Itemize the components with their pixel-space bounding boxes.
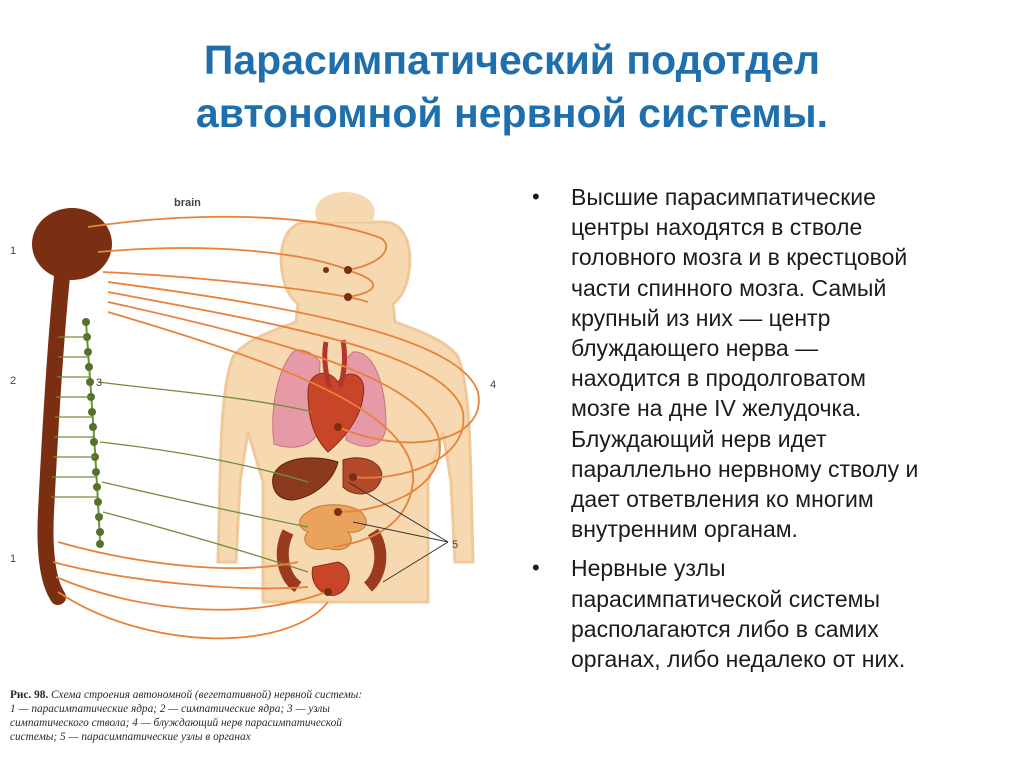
nervous-system-diagram: brain 1 2 3 4 1 5	[10, 192, 496, 640]
intestines	[299, 504, 367, 551]
label-5-pointers	[347, 481, 449, 583]
bullet-item-1: • Высшие парасимпатические центры находя…	[530, 182, 1010, 544]
spinal-cord	[37, 259, 71, 605]
caption-line-2: 1 — парасимпатические ядра; 2 — симпатич…	[10, 703, 330, 715]
bullet-2-line-1: Нервные узлы	[571, 555, 726, 582]
ganglia	[324, 266, 357, 596]
bullet-item-2: • Нервные узлы парасимпатической системы…	[530, 553, 1010, 674]
bullet-1-line-11: дает ответвления ко многим	[571, 486, 874, 513]
caption-line-4: системы; 5 — парасимпатические узлы в ор…	[10, 731, 251, 743]
caption-prefix: Рис. 98.	[10, 689, 49, 701]
bullet-2-line-4: органах, либо недалеко от них.	[571, 646, 906, 673]
bullet-dot: •	[532, 555, 540, 581]
label-3: 3	[96, 377, 102, 389]
figure-caption: Рис. 98. Схема строения автономной (веге…	[10, 688, 515, 744]
bullet-1-line-6: блуждающего нерва —	[571, 335, 819, 362]
label-1a: 1	[10, 245, 16, 257]
bullet-1-line-10: параллельно нервному стволу и	[571, 455, 919, 482]
bullet-list: • Высшие парасимпатические центры находя…	[530, 182, 1010, 683]
label-5: 5	[452, 539, 458, 551]
bullet-1-line-12: внутренним органам.	[571, 516, 798, 543]
slide-title: Парасимпатический подотдел автономной не…	[0, 34, 1024, 140]
bladder	[311, 561, 350, 596]
caption-line-3: симпатического ствола; 4 — блуждающий не…	[10, 717, 342, 729]
right-colon	[363, 528, 387, 592]
title-line-2: автономной нервной системы.	[195, 90, 829, 136]
label-2: 2	[10, 375, 16, 387]
bullet-1-line-8: мозге на дне IV желудочка.	[571, 395, 862, 422]
bullet-1-line-7: находится в продолговатом	[571, 365, 866, 392]
liver	[272, 457, 339, 501]
bullet-1-line-2: центры находятся в стволе	[571, 214, 863, 241]
left-lung	[272, 349, 321, 448]
bullet-2-line-2: парасимпатической системы	[571, 585, 880, 612]
eye-left	[323, 267, 329, 273]
label-4: 4	[490, 379, 496, 391]
bullet-1-line-5: крупный из них — центр	[571, 304, 831, 331]
heart	[307, 372, 365, 453]
bullet-1-line-1: Высшие парасимпатические	[571, 184, 876, 210]
caption-line-1: Схема строения автономной (вегетативной)…	[48, 689, 363, 701]
label-1b: 1	[10, 553, 16, 565]
bullet-1-line-9: Блуждающий нерв идет	[571, 425, 827, 452]
parasympathetic-nerves	[52, 215, 480, 640]
head-shape	[315, 192, 375, 222]
bullet-1-line-4: части спинного мозга. Самый	[571, 274, 887, 301]
aorta	[322, 339, 347, 388]
brain	[32, 208, 112, 280]
bullet-2-line-3: располагаются либо в самих	[571, 615, 879, 642]
left-colon	[276, 529, 302, 592]
sympathetic-trunk	[51, 318, 314, 573]
bullet-dot: •	[532, 184, 540, 209]
title-line-1: Парасимпатический подотдел	[203, 37, 821, 83]
bullet-1-line-3: головного мозга и в крестцовой	[571, 244, 908, 271]
label-brain: brain	[174, 197, 201, 209]
